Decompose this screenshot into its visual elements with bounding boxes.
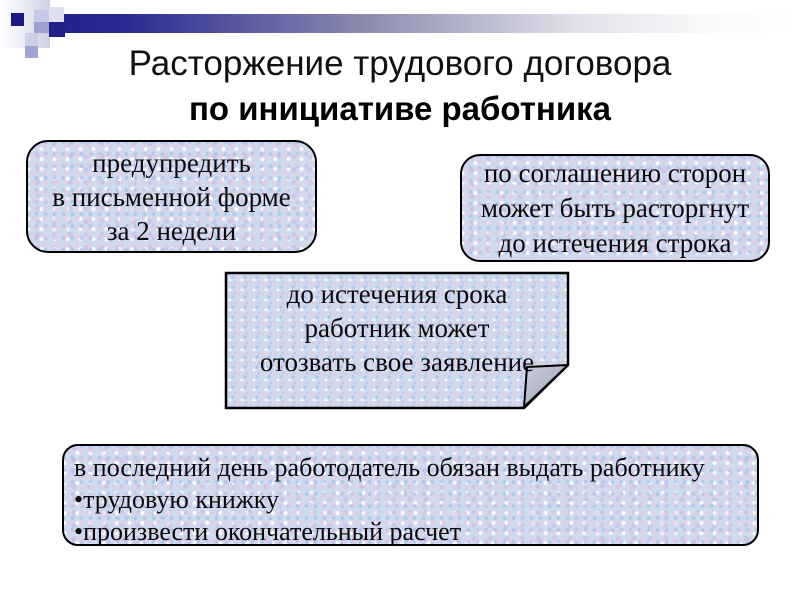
pixel-square-navy-1 — [11, 13, 24, 26]
mutual-agreement-line: по соглашению сторон — [483, 157, 747, 188]
top-gradient-bar — [50, 14, 800, 33]
slide-title-line1: Расторжение трудового договора — [128, 44, 672, 83]
pixel-square-navy-2 — [49, 21, 65, 37]
slide-title-line2: по инициативе работника — [189, 90, 611, 127]
pixel-square-pale — [49, 7, 64, 22]
withdraw-application-line: до истечения срока — [286, 279, 508, 309]
withdraw-application-text: до истечения срока работник может отозва… — [224, 277, 570, 379]
pixel-square-mid-2 — [25, 46, 38, 58]
withdraw-application-box: до истечения срока работник может отозва… — [224, 271, 570, 410]
pixel-square-mid-1 — [34, 22, 49, 33]
last-day-obligations-box: в последний день работодатель обязан выд… — [62, 444, 759, 546]
withdraw-application-line: работник может — [304, 313, 490, 343]
mutual-agreement-line: может быть расторгнут — [480, 192, 750, 223]
folded-corner-flap — [523, 364, 569, 408]
pixel-square-light-1 — [34, 10, 49, 25]
notice-period-line: в письменной форме — [52, 181, 291, 212]
mutual-agreement-box: по соглашению сторон может быть расторгн… — [460, 154, 770, 262]
pixel-square-light-2 — [25, 33, 38, 46]
mutual-agreement-line: до истечения строка — [498, 227, 732, 258]
withdraw-application-line: отозвать свое заявление — [259, 347, 535, 377]
notice-period-line: предупредить — [92, 147, 251, 178]
last-day-line: в последний день работодатель обязан выд… — [74, 453, 705, 482]
notice-period-box: предупредить в письменной форме за 2 нед… — [26, 140, 317, 253]
last-day-bullet-line: •произвести окончательный расчет — [74, 517, 462, 546]
folded-corner-shape — [224, 271, 570, 410]
last-day-bullet-line: •трудовую книжку — [74, 485, 280, 514]
notice-period-line: за 2 недели — [106, 215, 237, 246]
